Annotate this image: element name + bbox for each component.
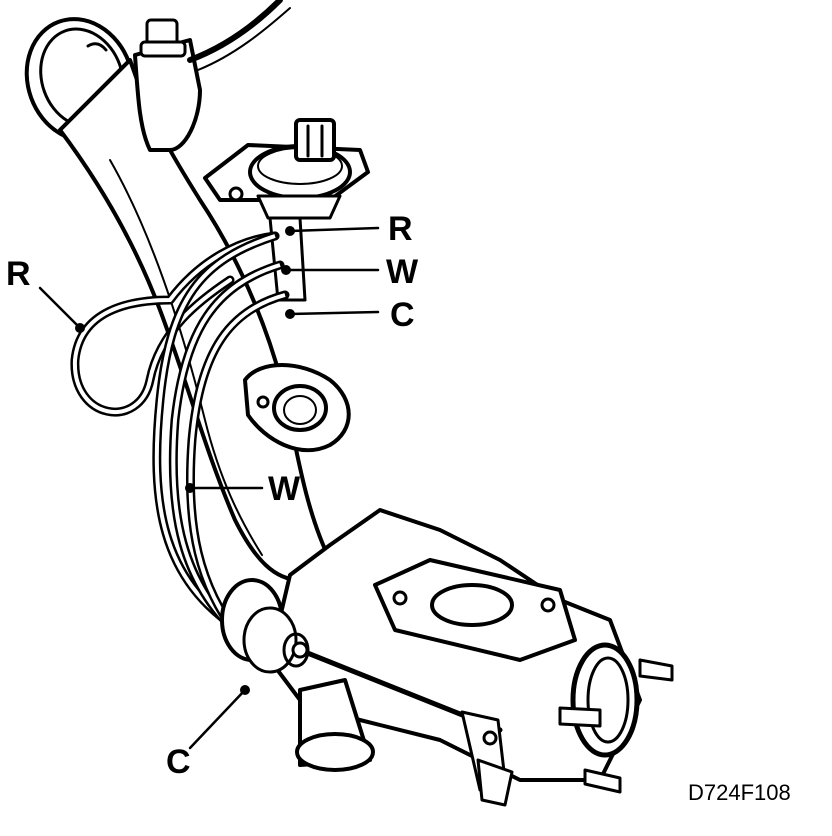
callout-w-top: W xyxy=(386,253,419,291)
callout-w-mid: W xyxy=(268,470,301,508)
callout-c-top: C xyxy=(390,296,415,334)
callout-r-left: R xyxy=(6,255,31,293)
callout-r-top: R xyxy=(388,210,413,248)
leader-lines xyxy=(38,226,380,750)
top-bolt-fitting xyxy=(133,0,291,152)
figure-code: D724F108 xyxy=(688,780,791,805)
vacuum-valve xyxy=(203,118,370,302)
mount-boss xyxy=(243,363,351,453)
intake-duct xyxy=(24,17,332,582)
throttle-body xyxy=(220,508,674,807)
callout-c-bottom: C xyxy=(166,743,191,781)
hose-bundle xyxy=(70,231,290,655)
